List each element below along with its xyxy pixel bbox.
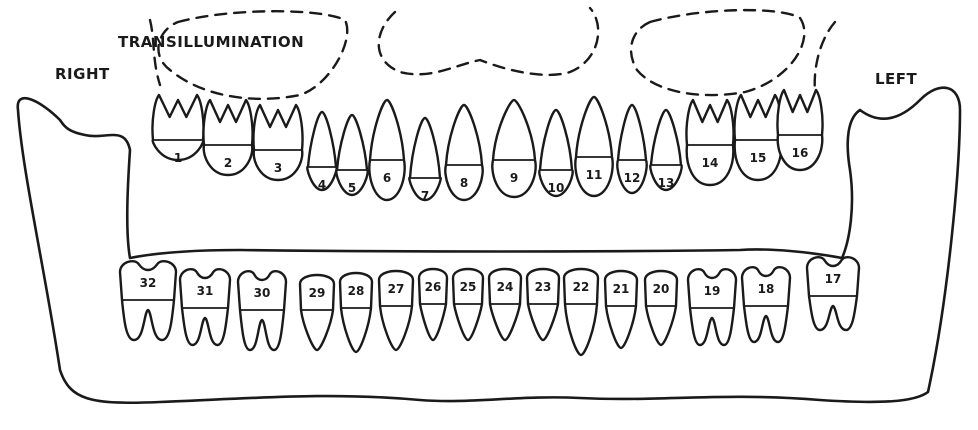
tooth-number: 13 <box>658 176 675 190</box>
tooth-outline <box>734 95 781 180</box>
upper-tooth-12: 12 <box>617 105 646 193</box>
tooth-outline <box>688 269 736 345</box>
tooth-number: 4 <box>318 178 326 192</box>
lower-tooth-32: 32 <box>120 261 176 340</box>
tooth-number: 8 <box>460 176 468 190</box>
tooth-outline <box>409 118 440 200</box>
tooth-number: 29 <box>309 286 326 300</box>
lower-tooth-25: 25 <box>453 269 483 340</box>
upper-tooth-11: 11 <box>575 97 612 196</box>
lower-tooth-17: 17 <box>807 257 859 330</box>
tooth-number: 17 <box>825 272 842 286</box>
tooth-outline <box>742 267 790 342</box>
upper-tooth-13: 13 <box>650 110 681 190</box>
tooth-number: 31 <box>197 284 214 298</box>
lower-tooth-20: 20 <box>645 271 677 345</box>
tooth-number: 2 <box>224 156 232 170</box>
upper-tooth-1: 1 <box>152 95 203 165</box>
upper-tooth-6: 6 <box>369 100 404 200</box>
lower-tooth-29: 29 <box>300 275 334 350</box>
transillumination-region-center <box>379 8 598 75</box>
upper-tooth-10: 10 <box>539 110 572 196</box>
tooth-number: 19 <box>704 284 721 298</box>
lower-tooth-31: 31 <box>180 269 230 345</box>
tooth-number: 21 <box>613 282 630 296</box>
tooth-number: 26 <box>425 280 442 294</box>
tooth-number: 23 <box>535 280 552 294</box>
tooth-number: 5 <box>348 181 356 195</box>
lower-tooth-21: 21 <box>605 271 637 348</box>
tooth-outline <box>686 100 733 185</box>
lower-tooth-30: 30 <box>238 271 286 350</box>
transillumination-region-left <box>631 10 804 95</box>
tooth-number: 18 <box>758 282 775 296</box>
transillumination-region-right <box>158 11 347 99</box>
lower-tooth-27: 27 <box>379 271 413 350</box>
lower-tooth-19: 19 <box>688 269 736 345</box>
lower-tooth-26: 26 <box>419 269 447 340</box>
tooth-number: 15 <box>750 151 767 165</box>
lower-tooth-28: 28 <box>340 273 372 352</box>
tooth-number: 9 <box>510 171 518 185</box>
lower-tooth-18: 18 <box>742 267 790 342</box>
upper-tooth-16: 16 <box>777 90 822 170</box>
tooth-outline <box>807 257 859 330</box>
tooth-number: 10 <box>548 181 565 195</box>
tooth-number: 3 <box>274 161 282 175</box>
label-left: LEFT <box>875 70 918 88</box>
tooth-number: 16 <box>792 146 809 160</box>
upper-tooth-2: 2 <box>203 100 252 175</box>
upper-tooth-4: 4 <box>307 112 336 192</box>
tooth-number: 30 <box>254 286 271 300</box>
lower-tooth-24: 24 <box>489 269 521 340</box>
tooth-number: 25 <box>460 280 477 294</box>
tooth-outline <box>369 100 404 200</box>
tooth-outline <box>180 269 230 345</box>
upper-tooth-15: 15 <box>734 95 781 180</box>
upper-tooth-9: 9 <box>492 100 535 197</box>
tooth-number: 14 <box>702 156 719 170</box>
upper-tooth-7: 7 <box>409 118 440 203</box>
tooth-number: 11 <box>586 168 603 182</box>
tooth-number: 28 <box>348 284 365 298</box>
lower-tooth-23: 23 <box>527 269 559 340</box>
upper-tooth-14: 14 <box>686 100 733 185</box>
tooth-number: 20 <box>653 282 670 296</box>
tooth-number: 22 <box>573 280 590 294</box>
label-right: RIGHT <box>55 65 110 83</box>
tooth-number: 32 <box>140 276 157 290</box>
lower-tooth-22: 22 <box>564 269 598 355</box>
tooth-number: 7 <box>421 189 429 203</box>
upper-tooth-3: 3 <box>253 105 302 180</box>
tooth-number: 24 <box>497 280 514 294</box>
tooth-number: 12 <box>624 171 641 185</box>
lower-teeth-group: 32 31 30 29 28 27 26 25 24 23 22 21 20 19 18 17 <box>120 257 859 355</box>
tooth-number: 6 <box>383 171 391 185</box>
upper-tooth-5: 5 <box>336 115 367 195</box>
tooth-number: 1 <box>174 151 182 165</box>
upper-tooth-8: 8 <box>445 105 482 200</box>
tooth-number: 27 <box>388 282 405 296</box>
label-transillumination: TRANSILLUMINATION <box>118 33 304 51</box>
